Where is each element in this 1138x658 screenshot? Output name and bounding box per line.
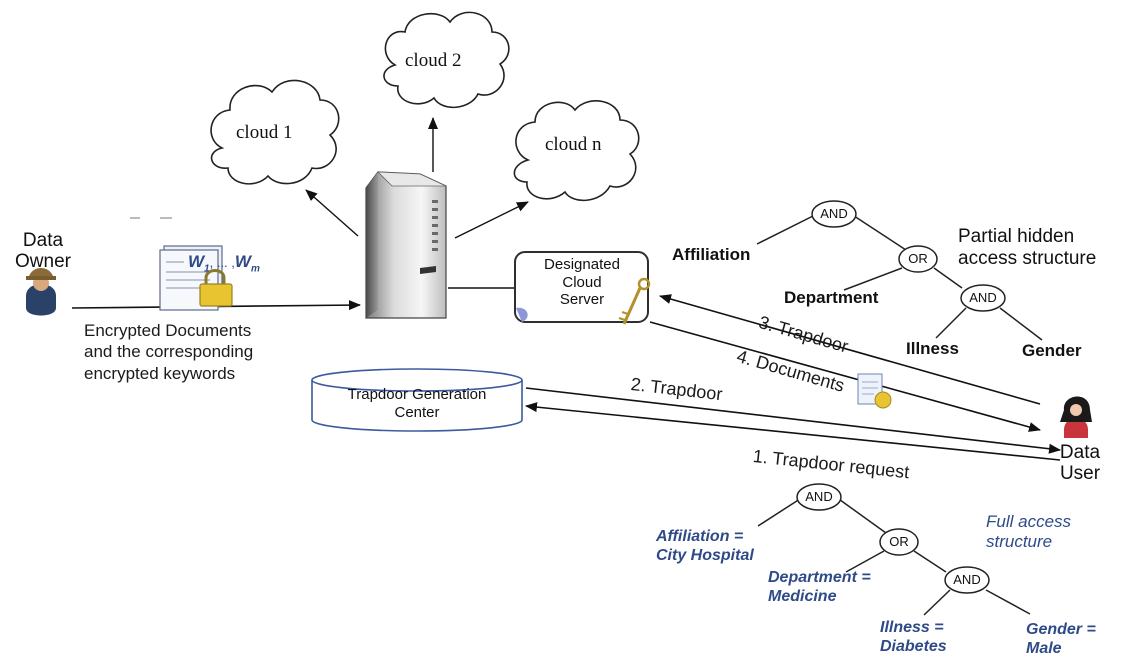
designated-server-line3: Server: [559, 291, 605, 309]
full-gender-line1: Gender =: [1026, 621, 1096, 638]
full-affiliation-line1: Affiliation =: [656, 528, 744, 545]
arrow-2-trapdoor: [525, 387, 1061, 454]
partial-or-label: OR: [908, 251, 928, 266]
data-owner-label-line2: Owner: [15, 251, 71, 273]
cloud-1-label: cloud 1: [236, 122, 293, 143]
upload-caption-line2: and the corresponding: [84, 342, 254, 362]
full-illness-label: Illness = Diabetes: [880, 618, 947, 656]
cloud-2-shape: [383, 11, 510, 109]
gateway-device-icon: [365, 171, 447, 319]
data-owner-avatar: [26, 268, 56, 316]
encrypted-document-icon: [159, 245, 223, 311]
arrow-to-cloud-1: [305, 189, 359, 237]
designated-server-line1: Designated: [544, 256, 620, 273]
trapdoor-center-label: Trapdoor Generation Center: [314, 386, 520, 422]
full-affiliation-line2: City Hospital: [656, 547, 754, 565]
full-or-label: OR: [889, 534, 909, 549]
keyword-w1-sub: 1: [204, 263, 210, 275]
full-gender-label: Gender = Male: [1026, 620, 1096, 658]
partial-department-label: Department: [784, 288, 879, 307]
keyword-wm: W: [234, 252, 251, 271]
cloud-n-label: cloud n: [545, 134, 602, 155]
full-tree-edges: [757, 496, 1031, 616]
full-gender-line2: Male: [1026, 640, 1062, 658]
data-owner-label: Data Owner: [14, 230, 72, 273]
data-user-label-line2: User: [1059, 463, 1101, 485]
upload-caption-line3: encrypted keywords: [84, 363, 236, 383]
key-icon: [618, 277, 651, 325]
keyword-set: W1, ... ,Wm: [188, 252, 260, 275]
full-tree-title-line1: Full access: [986, 512, 1072, 531]
full-node-and-root: [796, 483, 842, 511]
upload-caption: Encrypted Documents and the correspondin…: [84, 320, 253, 384]
partial-root-and-label: AND: [820, 206, 848, 221]
full-department-label: Department = Medicine: [768, 568, 871, 606]
cloud-n-shape: [513, 100, 640, 202]
trapdoor-center-line2: Center: [394, 404, 440, 421]
partial-tree-title-line2: access structure: [958, 247, 1097, 269]
trapdoor-center-cylinder: [311, 368, 523, 432]
data-user-label: Data User: [1054, 442, 1106, 485]
full-tree-title-line2: structure: [986, 532, 1053, 552]
cloud-1-shape: [210, 79, 340, 185]
designated-server-label: Designated Cloud Server: [520, 256, 644, 309]
data-user-avatar: [1060, 396, 1092, 438]
cloud-2-label: cloud 2: [405, 50, 462, 71]
full-department-line2: Medicine: [768, 588, 837, 606]
partial-and2-label: AND: [969, 290, 997, 305]
full-tree-title: Full access structure: [986, 512, 1071, 553]
data-owner-label-line1: Data: [22, 230, 64, 251]
full-illness-line2: Diabetes: [880, 638, 947, 656]
full-root-and-label: AND: [805, 489, 833, 504]
arrow-1-trapdoor-request: [525, 402, 1061, 461]
full-node-or: [879, 528, 919, 556]
partial-illness-label: Illness: [906, 339, 959, 358]
partial-tree-edges: [756, 213, 1043, 341]
partial-tree-title: Partial hidden access structure: [958, 226, 1096, 270]
full-and2-label: AND: [953, 572, 981, 587]
trapdoor-center-line1: Trapdoor Generation: [347, 386, 487, 403]
arrow-4-documents: [649, 321, 1041, 432]
designated-server-line2: Cloud: [562, 273, 602, 291]
data-user-label-line1: Data: [1059, 442, 1101, 463]
full-department-line1: Department =: [768, 569, 871, 586]
upload-caption-line1: Encrypted Documents: [84, 321, 252, 340]
arrow-to-cloud-n: [454, 201, 529, 239]
arrow-3-trapdoor: [659, 294, 1041, 405]
keyword-ellipsis: , ... ,: [209, 255, 235, 270]
keyword-wm-sub: m: [250, 263, 260, 275]
server-swirl-icon: [516, 307, 528, 322]
partial-gender-label: Gender: [1022, 341, 1082, 360]
partial-tree-title-line1: Partial hidden: [958, 226, 1075, 247]
keyword-w1: W: [188, 252, 205, 271]
partial-node-and-2: [960, 284, 1006, 312]
lock-icon: [199, 269, 233, 307]
partial-node-or: [898, 245, 938, 273]
full-illness-line1: Illness =: [880, 619, 944, 636]
full-node-and-2: [944, 566, 990, 594]
full-affiliation-label: Affiliation = City Hospital: [656, 527, 754, 565]
partial-affiliation-label: Affiliation: [672, 245, 751, 264]
returned-document-icon: [857, 373, 892, 409]
partial-node-and-root: [811, 200, 857, 228]
